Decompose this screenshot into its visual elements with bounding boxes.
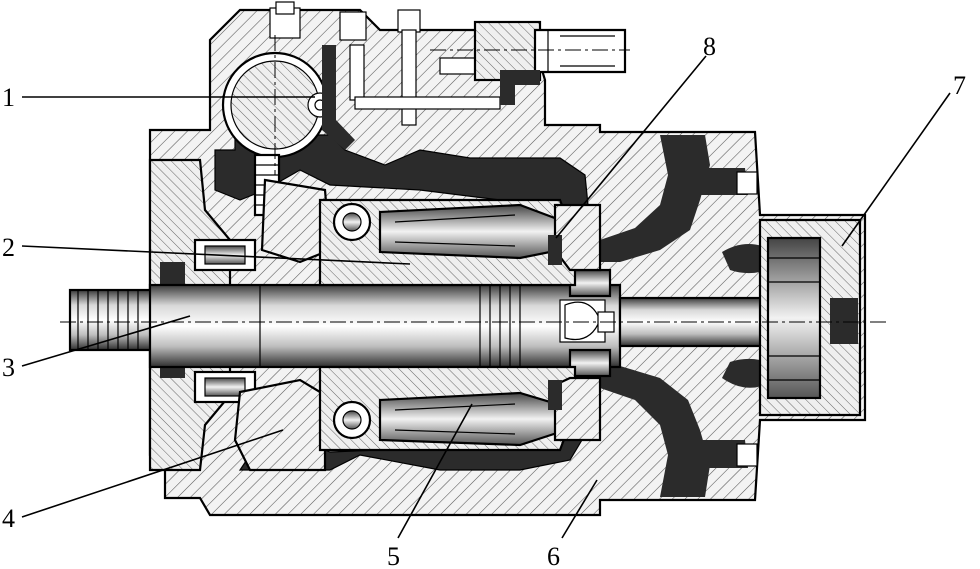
callout-8: 8 [703, 32, 716, 61]
leader-2 [21, 245, 411, 265]
callout-4: 4 [2, 504, 15, 533]
leader-lines [21, 55, 951, 539]
callout-6: 6 [547, 542, 560, 569]
piston-lower [332, 391, 562, 447]
callout-labels: 1 2 3 4 5 6 7 8 [2, 32, 966, 569]
leader-4 [21, 429, 284, 518]
callout-7: 7 [953, 71, 966, 100]
callout-3: 3 [2, 353, 15, 382]
piston-upper [332, 202, 562, 260]
callout-1: 1 [2, 83, 15, 112]
callout-2: 2 [2, 233, 15, 262]
leader-6 [561, 479, 598, 539]
callout-5: 5 [387, 542, 400, 569]
valve-plate [548, 203, 602, 442]
rear-port-upper [600, 135, 710, 262]
leader-3 [21, 315, 191, 367]
leader-5 [397, 403, 473, 539]
leader-7 [841, 92, 951, 247]
rear-port-lower [600, 366, 710, 497]
center-lines [60, 35, 890, 323]
swash-plate [233, 178, 332, 472]
leader-8 [555, 55, 707, 239]
rear-cover [758, 218, 862, 417]
